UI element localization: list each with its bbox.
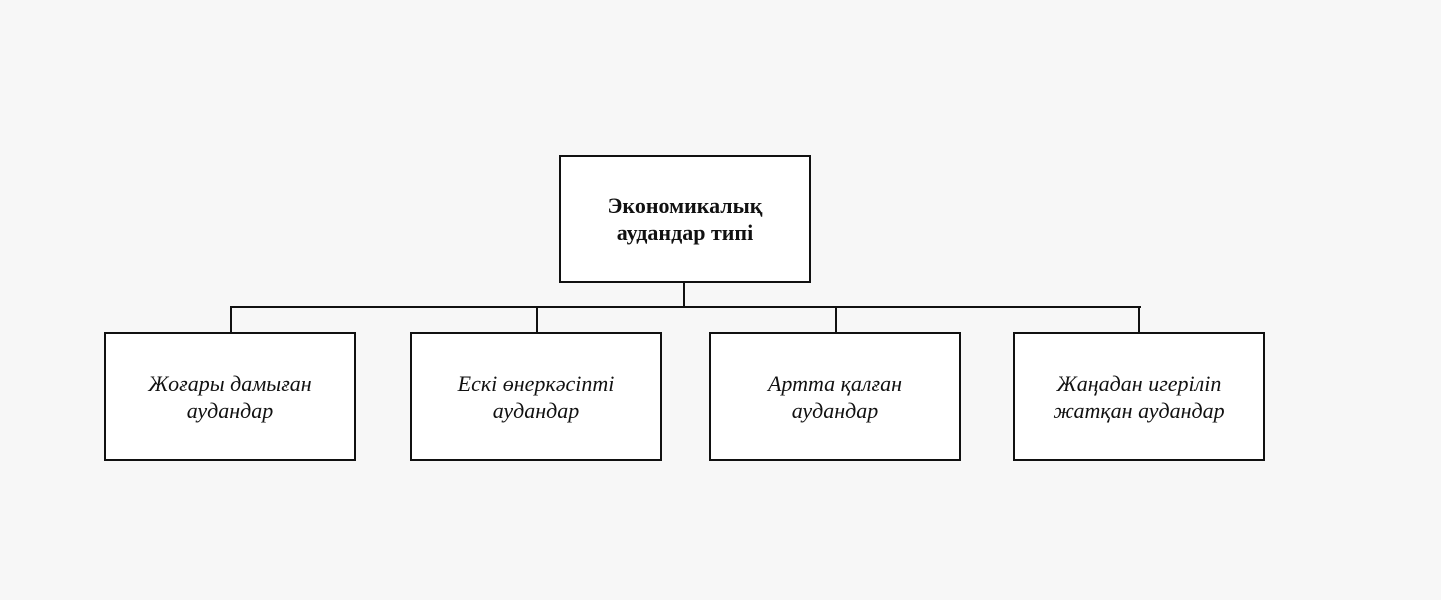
child-label-line2: аудандар: [791, 397, 879, 423]
connector-child-4: [1138, 306, 1140, 333]
connector-root-stem: [683, 283, 685, 308]
connector-child-3: [835, 306, 837, 333]
connector-horizontal-bar: [230, 306, 1141, 308]
child-node-highly-developed: Жоғары дамыған аудандар: [104, 332, 356, 461]
connector-child-2: [536, 306, 538, 333]
child-label-line2: жатқан аудандар: [1053, 397, 1225, 423]
child-label-line1: Артта қалған: [767, 370, 903, 396]
child-label-line2: аудандар: [186, 397, 274, 423]
root-label-line2: аудандар типі: [616, 220, 754, 245]
root-node: Экономикалық аудандар типі: [559, 155, 811, 283]
child-node-lagging: Артта қалған аудандар: [709, 332, 961, 461]
child-node-newly-developing: Жаңадан игеріліп жатқан аудандар: [1013, 332, 1265, 461]
child-label-line2: аудандар: [492, 397, 580, 423]
child-label-line1: Жаңадан игеріліп: [1056, 370, 1222, 396]
child-label-line1: Жоғары дамыған: [148, 370, 312, 396]
child-label-line1: Ескі өнеркәсіпті: [457, 370, 615, 396]
root-label-line1: Экономикалық: [607, 193, 763, 218]
connector-child-1: [230, 306, 232, 333]
child-node-old-industrial: Ескі өнеркәсіпті аудандар: [410, 332, 662, 461]
